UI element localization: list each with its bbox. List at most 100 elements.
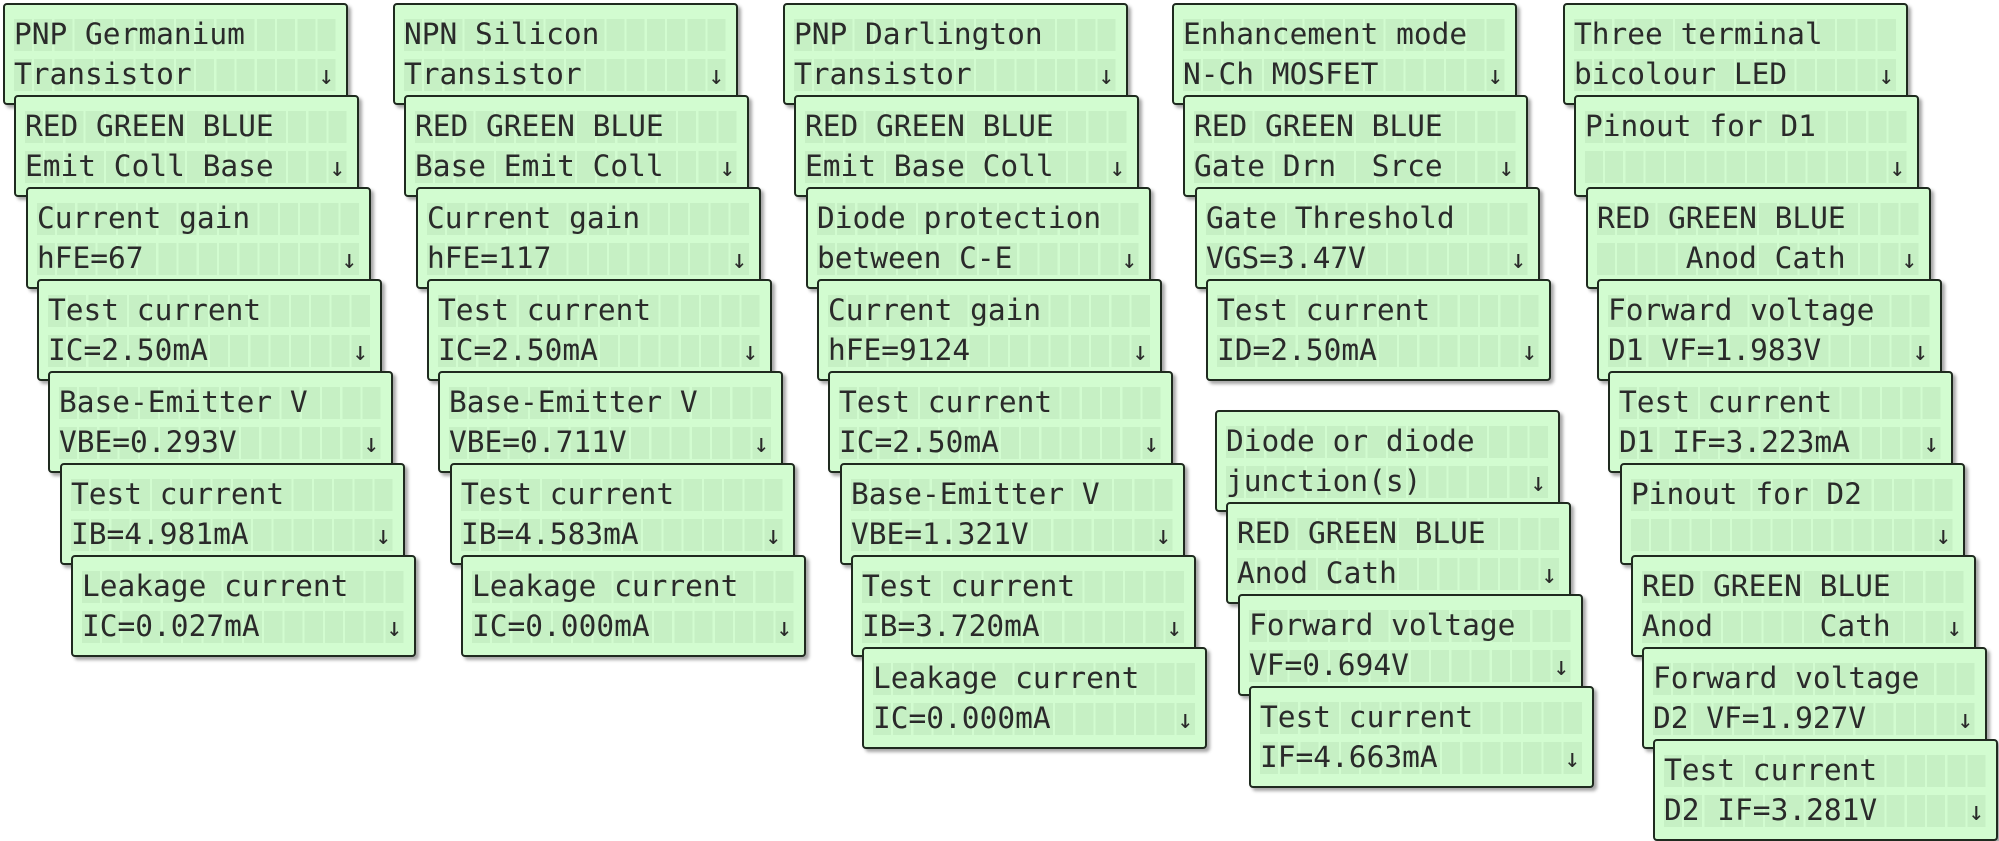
lcd-line-2: D1 VF=1.983V bbox=[1608, 333, 1822, 367]
lcd-screen: Pinout for D1 ↓ bbox=[1574, 95, 1919, 197]
lcd-line-1: PNP Darlington bbox=[794, 17, 1043, 51]
lcd-line-1: Test current bbox=[1260, 700, 1474, 734]
scroll-down-arrow-icon: ↓ bbox=[1878, 61, 1894, 91]
lcd-line-1: Test current bbox=[1217, 293, 1431, 327]
lcd-line-2: Anod Cath bbox=[1642, 609, 1891, 643]
lcd-line-1: Current gain bbox=[828, 293, 1042, 327]
lcd-line-2 bbox=[1631, 517, 1961, 551]
lcd-character-grid bbox=[862, 571, 1186, 643]
lcd-character-grid bbox=[404, 19, 728, 91]
lcd-character-grid bbox=[1642, 571, 1966, 643]
lcd-character-grid bbox=[71, 479, 395, 551]
lcd-line-1: Test current bbox=[839, 385, 1053, 419]
lcd-character-grid bbox=[25, 111, 349, 183]
lcd-line-1: Enhancement mode bbox=[1183, 17, 1468, 51]
lcd-character-grid bbox=[14, 19, 338, 91]
lcd-character-grid bbox=[1653, 663, 1977, 735]
lcd-line-2: D2 VF=1.927V bbox=[1653, 701, 1867, 735]
lcd-line-1: RED GREEN BLUE bbox=[805, 109, 1054, 143]
lcd-line-2: N-Ch MOSFET bbox=[1183, 57, 1379, 91]
lcd-line-2: between C-E bbox=[817, 241, 1013, 275]
scroll-down-arrow-icon: ↓ bbox=[1889, 153, 1905, 183]
lcd-line-2: IF=4.663mA bbox=[1260, 740, 1438, 774]
scroll-down-arrow-icon: ↓ bbox=[1564, 744, 1580, 774]
lcd-line-2: VBE=0.711V bbox=[449, 425, 627, 459]
lcd-screen: Forward voltage D2 VF=1.927V ↓ bbox=[1642, 647, 1987, 749]
lcd-line-1: Gate Threshold bbox=[1206, 201, 1455, 235]
lcd-line-1: RED GREEN BLUE bbox=[1642, 569, 1891, 603]
lcd-line-1: Pinout for D1 bbox=[1585, 109, 1816, 143]
lcd-character-grid bbox=[449, 387, 773, 459]
lcd-line-2: IC=0.027mA bbox=[82, 609, 260, 643]
lcd-line-1: Diode protection bbox=[817, 201, 1102, 235]
scroll-down-arrow-icon: ↓ bbox=[1957, 705, 1973, 735]
scroll-down-arrow-icon: ↓ bbox=[1143, 429, 1159, 459]
lcd-line-1: Test current bbox=[461, 477, 675, 511]
lcd-line-1: RED GREEN BLUE bbox=[25, 109, 274, 143]
scroll-down-arrow-icon: ↓ bbox=[1521, 337, 1537, 367]
lcd-line-2: ID=2.50mA bbox=[1217, 333, 1377, 367]
lcd-screen: RED GREEN BLUE Anod Cath↓ bbox=[1586, 187, 1931, 289]
lcd-line-1: Test current bbox=[1619, 385, 1833, 419]
lcd-line-2: hFE=9124 bbox=[828, 333, 971, 367]
lcd-line-2: D1 IF=3.223mA bbox=[1619, 425, 1850, 459]
lcd-line-2: Base Emit Coll bbox=[415, 149, 664, 183]
lcd-line-2: hFE=117 bbox=[427, 241, 552, 275]
scroll-down-arrow-icon: ↓ bbox=[1923, 429, 1939, 459]
lcd-line-1: Forward voltage bbox=[1653, 661, 1920, 695]
lcd-character-grid bbox=[438, 295, 762, 367]
lcd-line-2: Emit Coll Base bbox=[25, 149, 274, 183]
scroll-down-arrow-icon: ↓ bbox=[386, 613, 402, 643]
scroll-down-arrow-icon: ↓ bbox=[341, 245, 357, 275]
lcd-line-2: IC=0.000mA bbox=[873, 701, 1051, 735]
lcd-screen: RED GREEN BLUE Emit Coll Base ↓ bbox=[14, 95, 359, 197]
lcd-line-1: RED GREEN BLUE bbox=[1597, 201, 1846, 235]
scroll-down-arrow-icon: ↓ bbox=[1498, 153, 1514, 183]
scroll-down-arrow-icon: ↓ bbox=[1177, 705, 1193, 735]
lcd-line-1: Forward voltage bbox=[1249, 608, 1516, 642]
lcd-line-1: Current gain bbox=[427, 201, 641, 235]
lcd-character-grid bbox=[427, 203, 751, 275]
scroll-down-arrow-icon: ↓ bbox=[1530, 468, 1546, 498]
lcd-screen: Current gain hFE=9124 ↓ bbox=[817, 279, 1162, 381]
lcd-line-1: RED GREEN BLUE bbox=[1237, 516, 1486, 550]
lcd-line-1: Base-Emitter V bbox=[59, 385, 308, 419]
lcd-line-1: Forward voltage bbox=[1608, 293, 1875, 327]
scroll-down-arrow-icon: ↓ bbox=[1121, 245, 1137, 275]
scroll-down-arrow-icon: ↓ bbox=[329, 153, 345, 183]
lcd-character-grid bbox=[415, 111, 739, 183]
lcd-line-1: Test current bbox=[71, 477, 285, 511]
lcd-line-2: hFE=67 bbox=[37, 241, 144, 275]
lcd-character-grid bbox=[794, 19, 1118, 91]
lcd-line-2: IC=2.50mA bbox=[48, 333, 208, 367]
lcd-character-grid bbox=[1631, 479, 1955, 551]
lcd-line-1: PNP Germanium bbox=[14, 17, 245, 51]
lcd-character-grid bbox=[1619, 387, 1943, 459]
scroll-down-arrow-icon: ↓ bbox=[1132, 337, 1148, 367]
lcd-screen: Test current D1 IF=3.223mA ↓ bbox=[1608, 371, 1953, 473]
scroll-down-arrow-icon: ↓ bbox=[708, 61, 724, 91]
lcd-screen: Diode protection between C-E ↓ bbox=[806, 187, 1151, 289]
lcd-character-grid bbox=[1206, 203, 1530, 275]
lcd-line-2: Transistor bbox=[14, 57, 192, 91]
lcd-line-1: Three terminal bbox=[1574, 17, 1823, 51]
scroll-down-arrow-icon: ↓ bbox=[776, 613, 792, 643]
scroll-down-arrow-icon: ↓ bbox=[1553, 652, 1569, 682]
scroll-down-arrow-icon: ↓ bbox=[1155, 521, 1171, 551]
lcd-line-1: Base-Emitter V bbox=[851, 477, 1100, 511]
